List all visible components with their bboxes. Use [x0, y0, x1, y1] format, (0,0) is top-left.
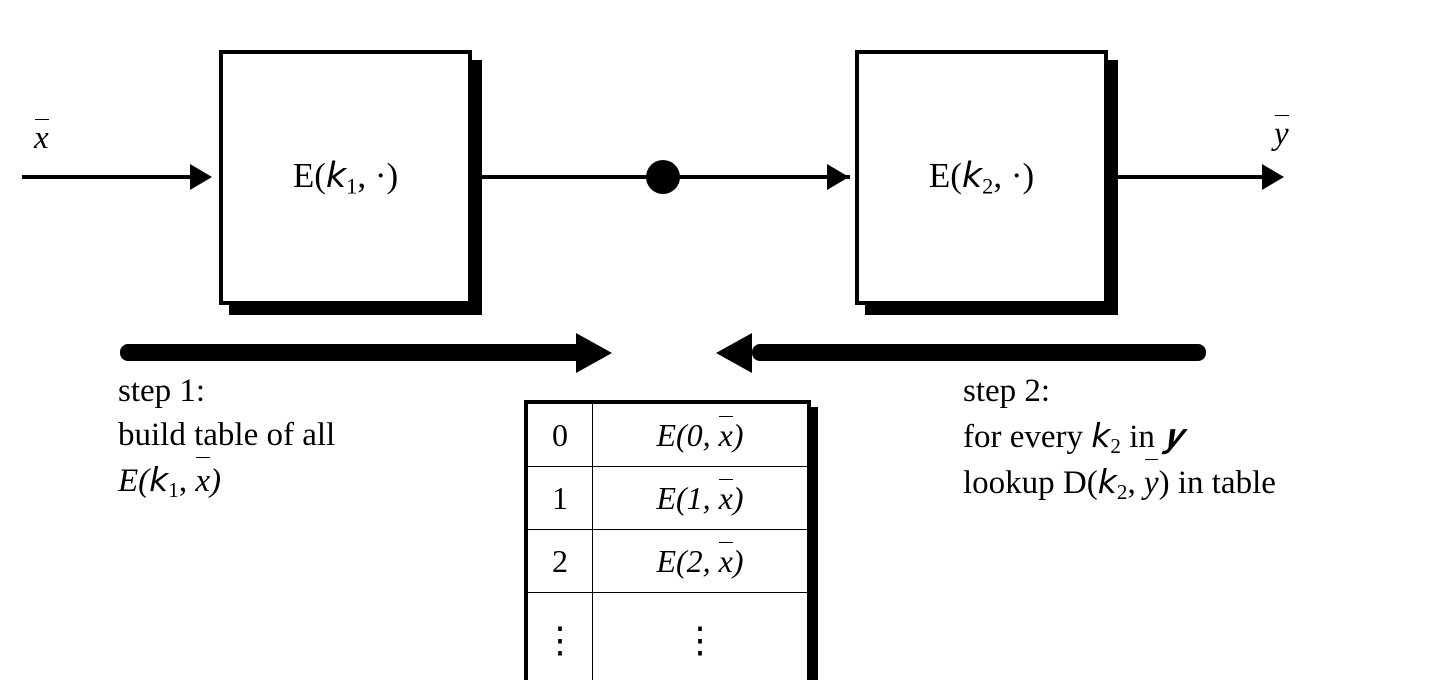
- table-cell-value: E(0, x): [592, 401, 810, 467]
- step-1-line-2: build table of all: [118, 416, 336, 453]
- step-1-key-subscript: 1: [168, 477, 179, 502]
- step-1-arrow-shaft: [120, 344, 586, 361]
- table-row[interactable]: 2 E(2, x): [525, 529, 810, 593]
- step-2-line-1: step 2:: [963, 373, 1051, 409]
- table-row[interactable]: 1 E(1, x): [525, 466, 810, 530]
- table-cell-key: 1: [525, 466, 593, 530]
- step-1-line-3: E(k1, x): [118, 456, 221, 504]
- key-symbol-k1: k: [325, 155, 347, 196]
- table-cell-value: E(2, x): [592, 529, 810, 593]
- step-2-key-symbol: k: [1091, 415, 1111, 455]
- midpoint-dot-icon: [646, 160, 680, 194]
- encryption-box-k1-label: E(k1, ·): [292, 155, 399, 198]
- input-wire-arrowhead-icon: [190, 164, 212, 190]
- output-wire-arrowhead-icon: [1262, 164, 1284, 190]
- step-2-arrowhead-icon: [716, 333, 752, 373]
- encryption-box-k1[interactable]: E(k1, ·): [219, 50, 472, 305]
- step-1-line-1: step 1:: [118, 373, 206, 409]
- precomputed-table-body: 0 E(0, x) 1 E(1, x) 2 E(2, x) ⋮: [525, 401, 810, 680]
- step-2-line-2: for every k2 in 𝒚: [963, 415, 1184, 458]
- step-2-decrypt-prefix: lookup D(: [963, 464, 1098, 501]
- step-1-key-symbol: k: [149, 459, 169, 499]
- key-symbol-k2: k: [961, 155, 983, 196]
- step-2-arg-ybar: y: [1144, 458, 1159, 506]
- step-1-caption: step 1: build table of all E(k1, x): [118, 370, 335, 504]
- table-row[interactable]: 0 E(0, x): [525, 401, 810, 467]
- step-2-line-3: lookup D(k2, y) in table: [963, 458, 1276, 506]
- table-cell-value-ellipsis: ⋮: [592, 592, 810, 680]
- output-wire: [1112, 175, 1264, 179]
- step-2-arrow-shaft: [752, 344, 1206, 361]
- encryption-box-k2-label: E(k2, ·): [928, 155, 1035, 198]
- output-label-text: y: [1274, 115, 1289, 152]
- key-subscript-2: 2: [982, 172, 994, 198]
- table-cell-key-ellipsis: ⋮: [525, 592, 593, 680]
- output-label-ybar: y: [1274, 115, 1289, 152]
- step-1-arg-xbar: x: [195, 456, 210, 504]
- input-label-text: x: [34, 119, 49, 156]
- key-subscript-1: 1: [346, 172, 358, 198]
- input-label-xbar: x: [34, 119, 49, 156]
- precomputed-table[interactable]: 0 E(0, x) 1 E(1, x) 2 E(2, x) ⋮: [524, 400, 811, 680]
- table-cell-key: 0: [525, 401, 593, 467]
- intermediate-wire-arrowhead-icon: [827, 164, 849, 190]
- input-wire: [22, 175, 192, 179]
- table-row: ⋮ ⋮: [525, 592, 810, 680]
- encryption-box-k2[interactable]: E(k2, ·): [855, 50, 1108, 305]
- step-2-decrypt-key-symbol: k: [1097, 461, 1117, 501]
- step-2-key-subscript: 2: [1110, 433, 1121, 458]
- keyspace-symbol: 𝒚: [1163, 415, 1184, 455]
- table-cell-key: 2: [525, 529, 593, 593]
- step-2-decrypt-key-subscript: 2: [1116, 479, 1128, 504]
- step-1-arrowhead-icon: [576, 333, 612, 373]
- table-cell-value: E(1, x): [592, 466, 810, 530]
- step-2-caption: step 2: for every k2 in 𝒚 lookup D(k2, y…: [963, 370, 1276, 506]
